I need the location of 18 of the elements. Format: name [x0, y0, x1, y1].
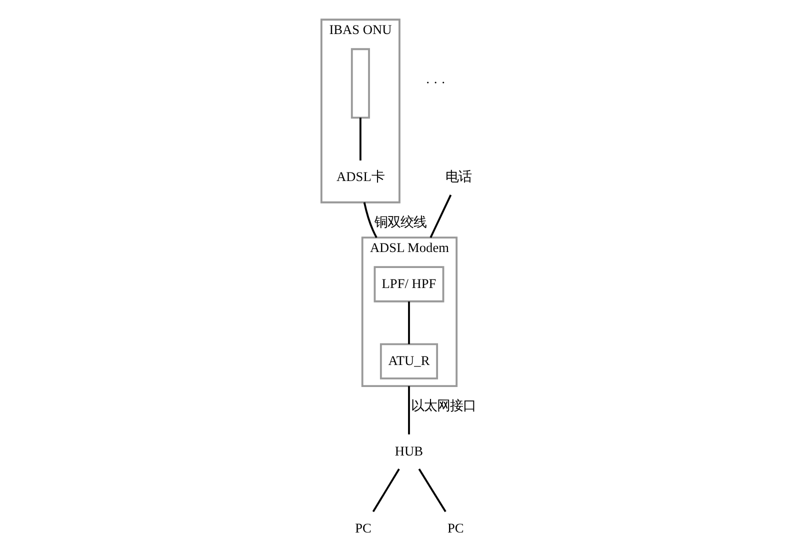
connector	[359, 118, 361, 160]
node-text: ADSL卡	[336, 169, 384, 184]
node-box	[350, 48, 370, 119]
connector	[418, 468, 446, 512]
node-text: HUB	[394, 443, 423, 458]
node-box: LPF/ HPF	[373, 266, 444, 302]
connector	[408, 386, 410, 434]
connector	[372, 468, 400, 512]
edge-label: 以太网接口	[410, 399, 476, 414]
edge-label: 铜双绞线	[374, 215, 426, 230]
node-box: ATU_R	[379, 343, 438, 380]
connector	[362, 202, 377, 238]
node-text: PC	[354, 520, 371, 536]
connector	[429, 194, 452, 238]
label: · · ·	[425, 74, 446, 90]
connector	[408, 302, 410, 344]
node-text: 电话	[444, 169, 471, 184]
node-text: PC	[446, 520, 464, 536]
